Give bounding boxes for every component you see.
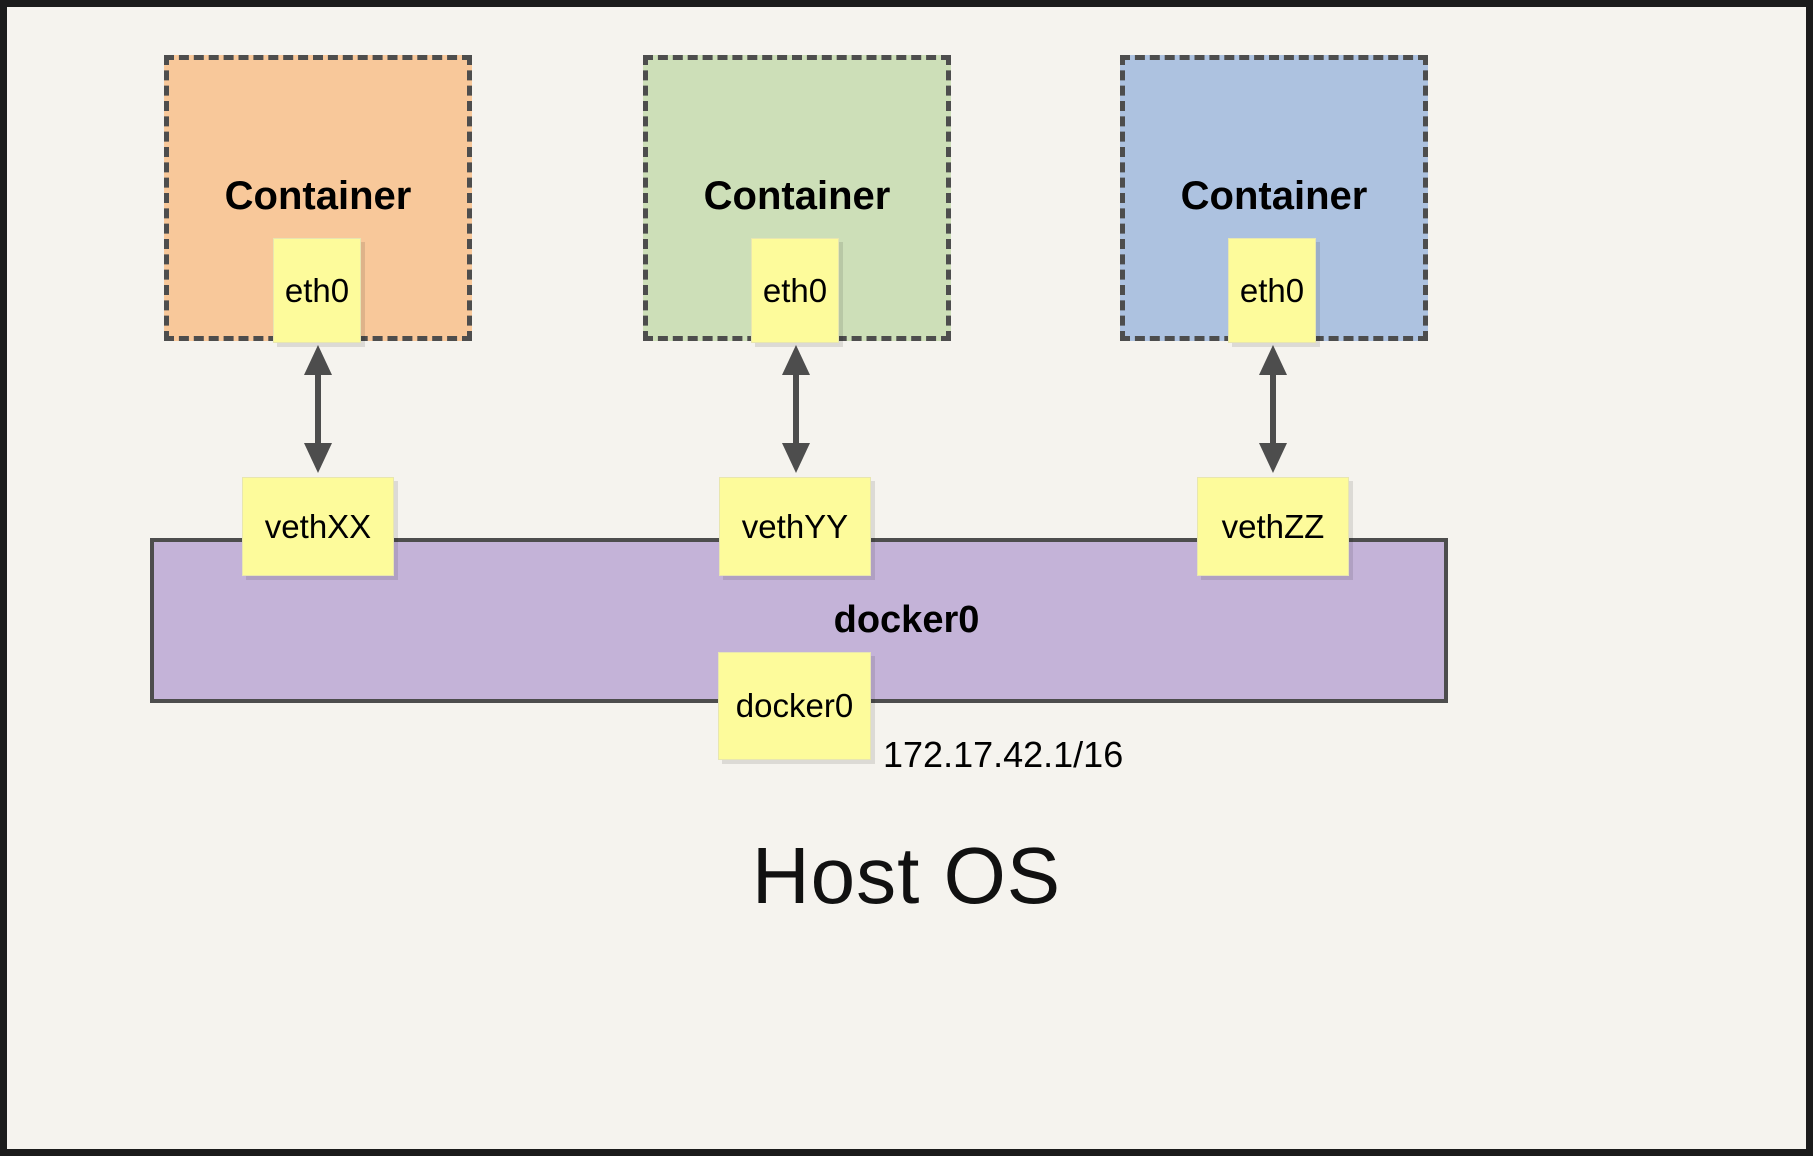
docker0-bridge-title: docker0 <box>833 599 980 641</box>
veth-chip-xx[interactable]: vethXX <box>242 477 394 576</box>
eth0-chip-3-label: eth0 <box>1239 271 1305 309</box>
eth0-chip-2[interactable]: eth0 <box>751 238 839 343</box>
container-title-3: Container <box>1180 174 1368 218</box>
eth0-chip-1[interactable]: eth0 <box>273 238 361 343</box>
docker0-interface-chip-label: docker0 <box>735 687 854 724</box>
veth-chip-yy[interactable]: vethYY <box>719 477 871 576</box>
eth0-chip-2-label: eth0 <box>762 271 828 309</box>
eth0-chip-3[interactable]: eth0 <box>1228 238 1316 343</box>
host-os-label: Host OS <box>751 831 1062 920</box>
arrow-container-3-to-veth <box>1259 345 1287 473</box>
bridge-ip-label: 172.17.42.1/16 <box>883 734 1124 775</box>
arrow-container-1-to-veth <box>304 345 332 473</box>
container-title-1: Container <box>224 174 412 218</box>
veth-chip-zz[interactable]: vethZZ <box>1197 477 1349 576</box>
veth-chip-yy-label: vethYY <box>741 507 849 545</box>
arrow-container-2-to-veth <box>782 345 810 473</box>
container-title-2: Container <box>703 174 891 218</box>
veth-chip-zz-label: vethZZ <box>1221 507 1325 545</box>
docker0-interface-chip[interactable]: docker0 <box>718 652 871 760</box>
veth-chip-xx-label: vethXX <box>264 507 372 545</box>
eth0-chip-1-label: eth0 <box>284 271 350 309</box>
